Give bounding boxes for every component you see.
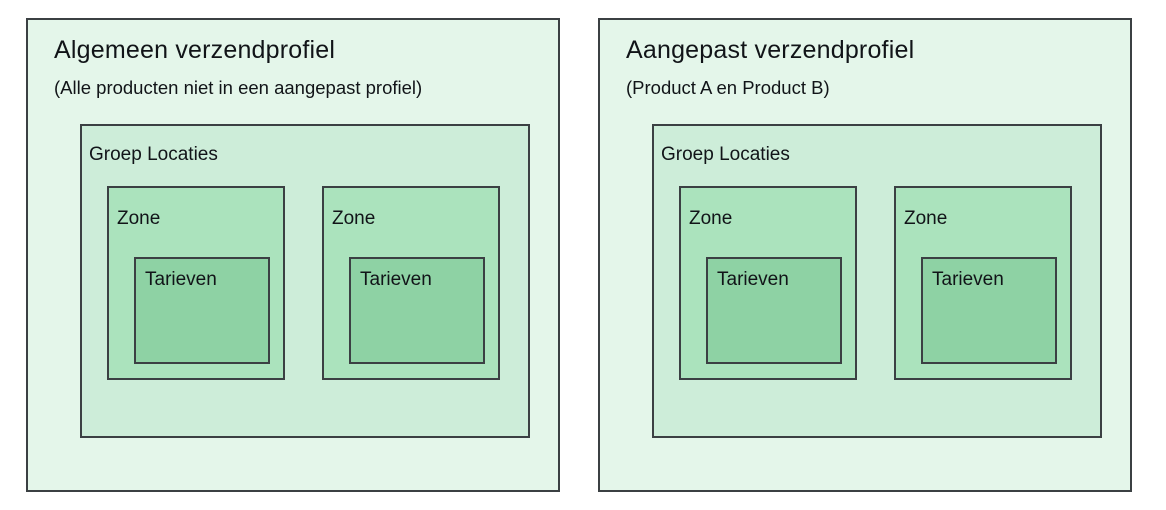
custom-shipping-profile-panel: Aangepast verzendprofiel (Product A en P… — [598, 18, 1132, 492]
zone-box: Zone Tarieven — [322, 186, 500, 380]
rates-label: Tarieven — [717, 269, 789, 290]
group-locations-label: Groep Locaties — [661, 144, 790, 165]
general-group-locations-box: Groep Locaties Zone Tarieven Zone Tariev… — [80, 124, 530, 438]
rates-label: Tarieven — [360, 269, 432, 290]
custom-group-locations-box: Groep Locaties Zone Tarieven Zone Tariev… — [652, 124, 1102, 438]
rates-box: Tarieven — [349, 257, 485, 364]
rates-label: Tarieven — [932, 269, 1004, 290]
zones-row: Zone Tarieven Zone Tarieven — [679, 186, 1100, 380]
zone-label: Zone — [689, 208, 733, 229]
shipping-profiles-diagram: Algemeen verzendprofiel (Alle producten … — [26, 18, 1132, 492]
custom-profile-title: Aangepast verzendprofiel — [626, 36, 915, 64]
rates-label: Tarieven — [145, 269, 217, 290]
zone-box: Zone Tarieven — [894, 186, 1072, 380]
rates-box: Tarieven — [134, 257, 270, 364]
group-locations-label: Groep Locaties — [89, 144, 218, 165]
rates-box: Tarieven — [706, 257, 842, 364]
zones-row: Zone Tarieven Zone Tarieven — [107, 186, 528, 380]
zone-label: Zone — [332, 208, 376, 229]
zone-label: Zone — [904, 208, 948, 229]
zone-box: Zone Tarieven — [679, 186, 857, 380]
zone-label: Zone — [117, 208, 161, 229]
custom-profile-subtitle: (Product A en Product B) — [626, 77, 830, 98]
zone-box: Zone Tarieven — [107, 186, 285, 380]
general-profile-subtitle: (Alle producten niet in een aangepast pr… — [54, 77, 423, 98]
general-profile-title: Algemeen verzendprofiel — [54, 36, 336, 64]
general-shipping-profile-panel: Algemeen verzendprofiel (Alle producten … — [26, 18, 560, 492]
rates-box: Tarieven — [921, 257, 1057, 364]
